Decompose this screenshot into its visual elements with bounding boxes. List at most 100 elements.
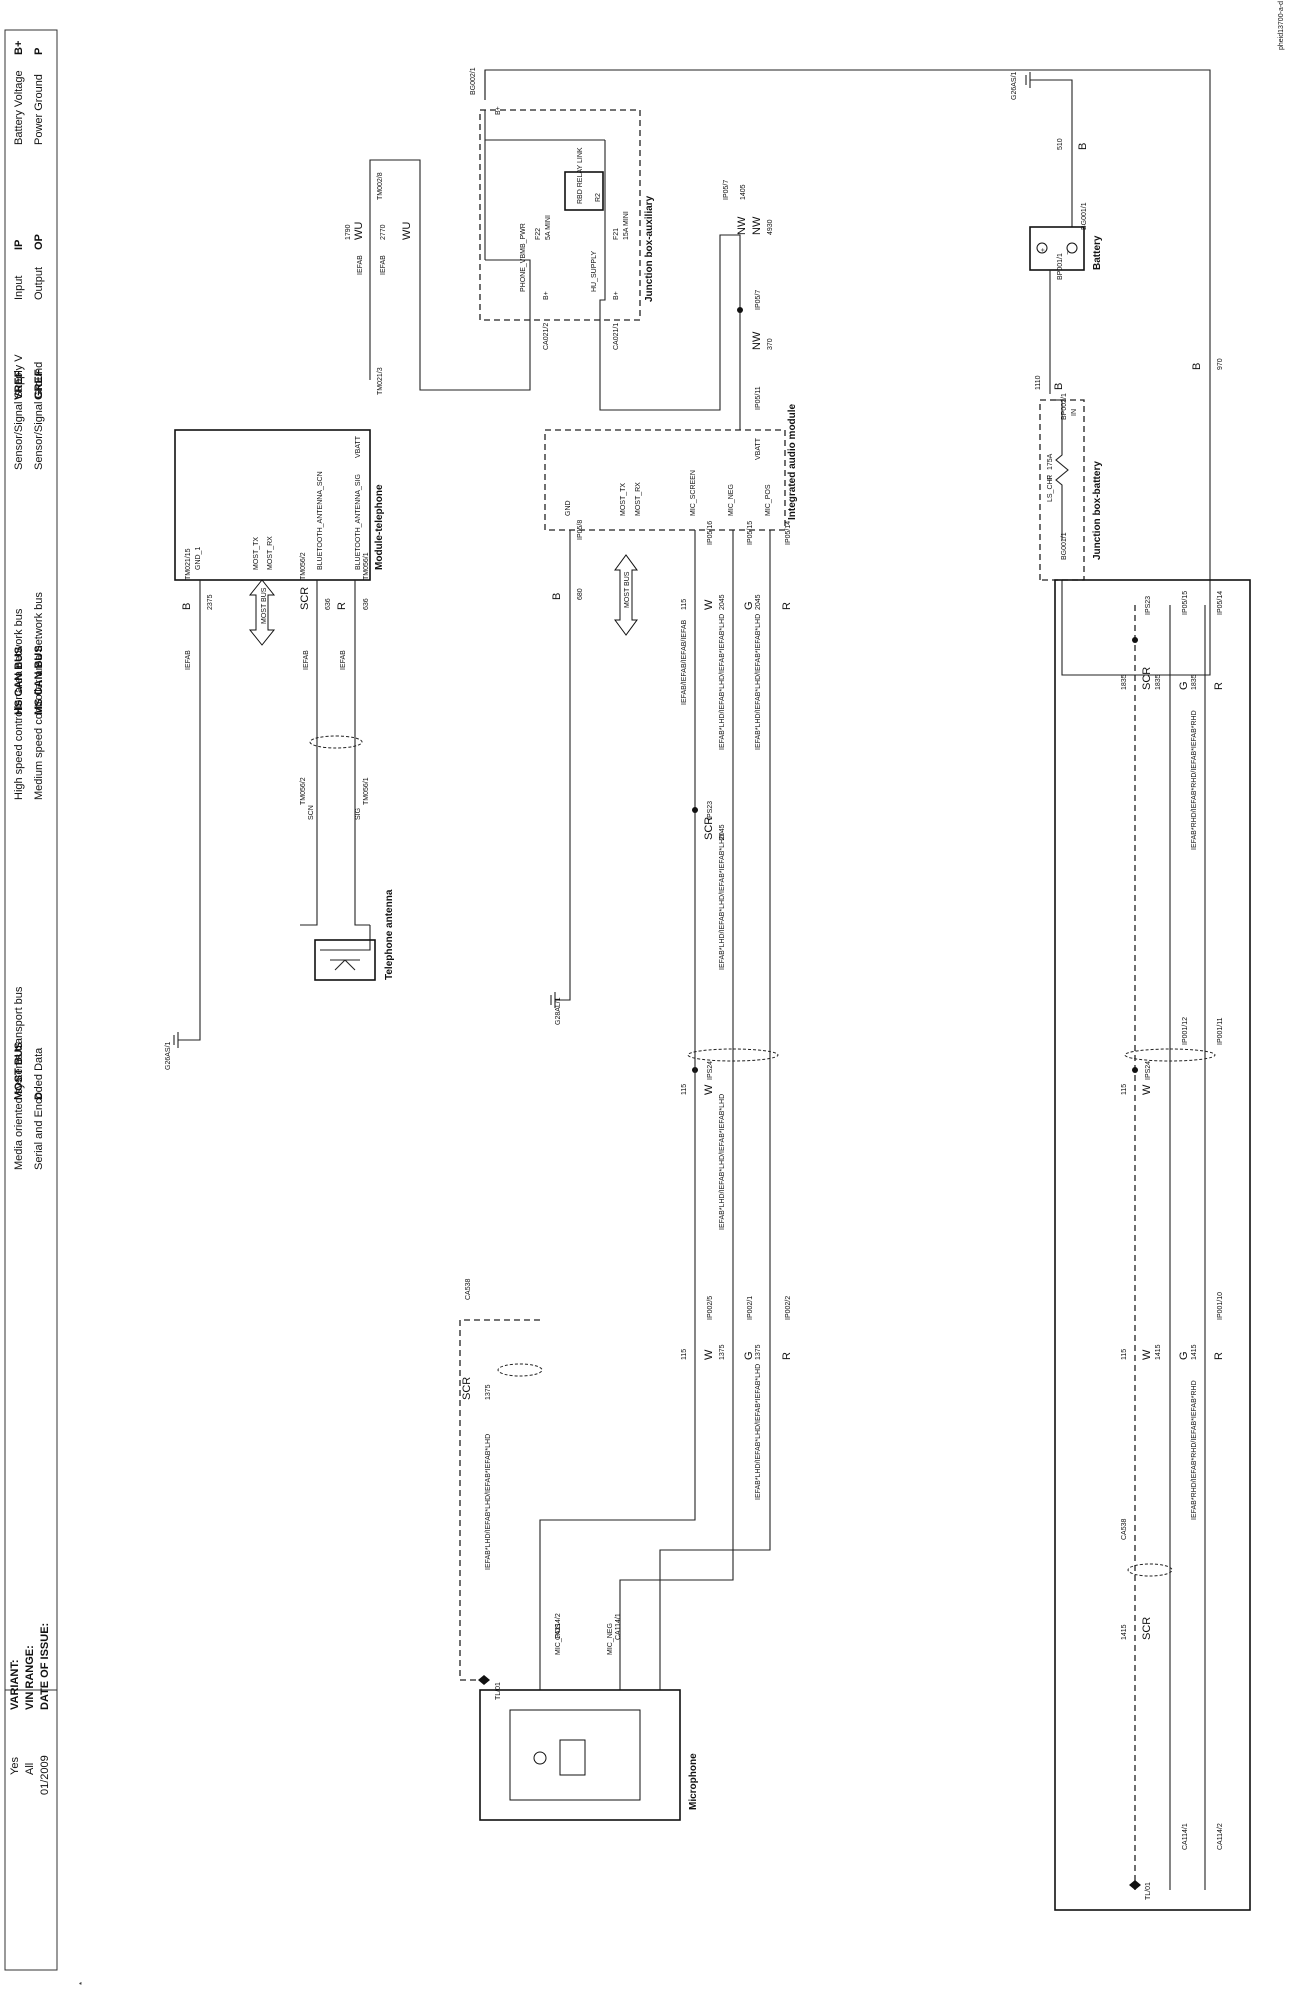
battery-negative-terminal [1066,242,1078,254]
connector-id: IPS24 [1145,1061,1152,1080]
connector-id: CA021/1 [613,323,620,350]
wire-color: WU [401,222,413,240]
pin-most-rx: MOST_RX [267,536,274,570]
connector-id: IP05/7 [723,180,730,200]
rhd-section: IP05/14 R 1835 IP05/15 G 1835 IPS23 SCR … [1054,579,1251,1911]
pin-name: MIC_POS [555,1623,562,1655]
wire-color: R [781,1352,793,1360]
connector-id: TM056/2 [300,552,307,580]
connector-id: CA114/2 [555,1613,562,1640]
circuit-number: 115 [1121,1349,1128,1360]
fuse-rating: 175A [1047,453,1054,470]
pin-name: SIG [355,808,362,820]
meta-key: VARIANT: [9,1659,21,1710]
connector-id: TM056/2 [300,777,307,805]
meta-value: All [24,1763,36,1775]
component-title-jb-battery: Junction box-battery [1092,461,1103,560]
pin-gnd: GND_1 [195,547,202,570]
harness-code: IEFAB [303,650,310,670]
pin-label: B+ [543,291,550,300]
wire-color: W [703,599,715,610]
connector-id: IPS23 [707,801,714,820]
connector-id: CA021/2 [543,323,550,350]
legend-value: Battery Voltage [13,70,25,145]
relay-id: R2 [595,193,602,202]
ground-label: G26AS/1 [1011,71,1018,100]
pin-label: B+ [613,291,620,300]
connector-id: IP05/15 [747,521,754,545]
harness-code: IEFAB*RHD/IEFAB*RHD/IEFAB*IEFAB*RHD [1191,710,1198,850]
wire-color: W [1141,1349,1153,1360]
battery-box [1029,226,1085,271]
fuse-r: R [1047,475,1054,480]
circuit-number: 1835 [1155,674,1162,690]
tl-diamond [478,1675,490,1685]
doc-code: pheid13700-a-d [1278,1,1285,50]
connector-id: TM021/15 [185,548,192,580]
pin-name: SCN [308,805,315,820]
wire-color: R [336,602,348,610]
meta-value: Yes [9,1757,21,1775]
circuit-number: 1375 [755,1344,762,1360]
pin-mic-pos: MIC_POS [765,484,772,516]
circuit-number: 636 [325,598,332,610]
microphone-icon [559,1739,586,1776]
pin-bt-sig: BLUETOOTH_ANTENNA_SIG [355,474,362,570]
microphone-box [479,1689,681,1821]
connector-id: IP001/10 [1217,1292,1224,1320]
harness-code: IEFAB*LHD/IEFAB*LHD/IEFAB*IEFAB*LHD [755,614,762,750]
minus-sign: − [1065,251,1072,255]
pin-most-rx: MOST_RX [635,482,642,516]
antenna-sig-wire [354,580,370,926]
connector-id: IP05/16 [707,521,714,545]
mic-scr-dashed [459,1319,540,1681]
wire-color: G [1178,1351,1190,1360]
splice [737,307,743,313]
legend-key: VREF [13,370,25,400]
harness-code: IEFAB/IEFAB/IEFAB/IEFAB [681,619,688,705]
legend-value: Media oriented systems transport bus [13,986,25,1170]
circuit-number: 1375 [485,1384,492,1400]
fuse-element [1055,400,1069,540]
wire-color: SCR [1141,667,1153,690]
connector-id: CA114/2 [1217,1823,1224,1850]
telephone-supply-wire [369,159,531,391]
wire-color: SCR [461,1377,473,1400]
connector-id: IP05/8 [577,520,584,540]
circuit-number: 4930 [767,219,774,235]
connector-id: IP05/15 [1182,591,1189,615]
pin-label: IN [1071,409,1078,416]
legend-key: IP [13,240,25,250]
circuit-number: 2045 [719,594,726,610]
connector-id: CA114/1 [1182,1823,1189,1850]
mic-lhd-section: IP05/14 R 2045 IEFAB*LHD/IEFAB*LHD/IEFAB… [459,521,793,1821]
legend-value: Power Ground [33,74,45,145]
pin-name: HU_SUPPLY [591,251,598,292]
meta-key: VIN RANGE: [24,1645,36,1710]
connector-id: IP002/1 [747,1296,754,1320]
splice [1132,1067,1138,1073]
circuit-number: 115 [681,1084,688,1095]
circuit-number: 1835 [1191,674,1198,690]
connector-id: IP05/7 [755,290,762,310]
legend-value: Serial and Encoded Data [33,1047,45,1170]
jb-aux-box [479,109,641,321]
connector-id: IPS23 [1145,596,1152,615]
circuit-number: 1835 [1121,674,1128,690]
telephone-antenna-box [314,939,376,981]
component-title-telephone: Module-telephone [374,484,385,570]
wire-color: B [1077,143,1089,150]
wire-color: NW [751,216,763,235]
legend-value: Output [33,267,45,300]
legend-key: OP [33,234,45,250]
component-title-jb-aux: Junction box-auxiliary [644,195,655,302]
splice [1132,637,1138,643]
microphone-icon [533,1751,547,1765]
fuse-rating: 15A MINI [623,211,630,240]
wire-color: R [1213,1352,1225,1360]
tl-label: TL/01 [1145,1882,1152,1900]
harness-code: IEFAB*LHD/IEFAB*LHD/IEFAB*IEFAB*LHD [719,834,726,970]
legend-key: P [33,48,45,55]
circuit-number: 1375 [719,1344,726,1360]
